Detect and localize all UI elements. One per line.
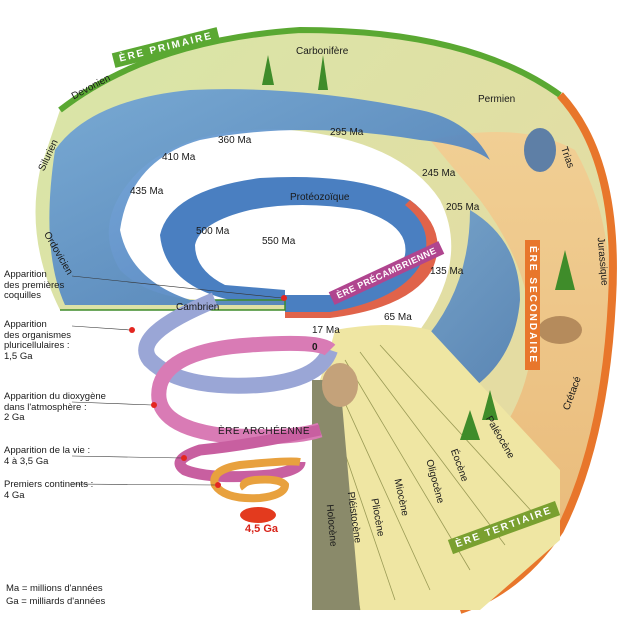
- age-205: 205 Ma: [446, 202, 479, 213]
- dot-pluricellulaires: [129, 327, 135, 333]
- period-permien: Permien: [478, 94, 515, 105]
- era-secondaire-label: ÈRE SECONDAIRE: [525, 240, 540, 370]
- age-65: 65 Ma: [384, 312, 412, 323]
- period-cambrien: Cambrien: [176, 302, 219, 313]
- event-vie: Apparition de la vie :4 à 3,5 Ga: [4, 446, 90, 467]
- dot-coquilles: [281, 295, 287, 301]
- age-0: 0: [312, 342, 318, 353]
- event-coquilles: Apparitiondes premièrescoquilles: [4, 270, 64, 302]
- era-archeenne-label: ÈRE ARCHÉENNE: [218, 426, 310, 437]
- legend-ma: Ma = millions d'années: [6, 582, 105, 595]
- age-360: 360 Ma: [218, 135, 251, 146]
- dot-oxygene: [151, 402, 157, 408]
- age-550: 550 Ma: [262, 236, 295, 247]
- age-245: 245 Ma: [422, 168, 455, 179]
- legend: Ma = millions d'années Ga = milliards d'…: [6, 582, 105, 608]
- event-oxygene: Apparition du dioxygènedans l'atmosphère…: [4, 392, 106, 424]
- age-135: 135 Ma: [430, 266, 463, 277]
- period-proterozoique: Protéozoïque: [290, 192, 350, 203]
- dot-vie: [181, 455, 187, 461]
- dot-continents: [215, 482, 221, 488]
- trex-illustration: [524, 128, 556, 172]
- legend-ga: Ga = milliards d'années: [6, 595, 105, 608]
- age-435: 435 Ma: [130, 186, 163, 197]
- age-17: 17 Ma: [312, 325, 340, 336]
- age-4-5-ga: 4,5 Ga: [245, 524, 278, 535]
- dinosaur-illustration: [538, 316, 582, 344]
- origin-blob: [240, 507, 276, 523]
- age-295: 295 Ma: [330, 127, 363, 138]
- age-500: 500 Ma: [196, 226, 229, 237]
- period-carbonifere: Carbonifère: [296, 46, 348, 57]
- mammoth-illustration: [322, 363, 358, 407]
- event-continents: Premiers continents :4 Ga: [4, 480, 93, 501]
- age-410: 410 Ma: [162, 152, 195, 163]
- event-pluricellulaires: Apparitiondes organismespluricellulaires…: [4, 320, 71, 362]
